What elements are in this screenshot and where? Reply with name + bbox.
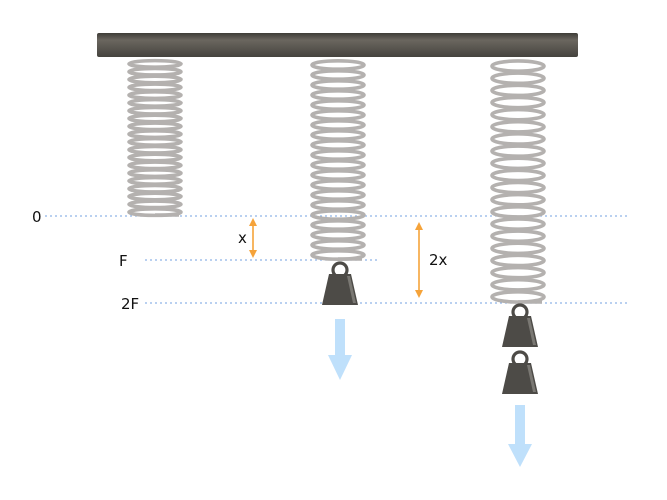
spring-coil	[127, 82, 183, 93]
ceiling-beam	[97, 33, 578, 57]
spring-two-weights	[490, 59, 546, 304]
spring-coil	[490, 180, 546, 195]
spring-coil	[490, 59, 546, 73]
spring-coil	[490, 168, 546, 183]
spring-coil	[490, 192, 546, 207]
spring-coil	[127, 168, 183, 179]
down-arrow-icon	[508, 405, 532, 467]
spring-coil	[127, 58, 183, 69]
spring-coil	[310, 129, 366, 142]
extension-arrow-2x	[415, 222, 423, 298]
spring-coil	[490, 277, 546, 292]
spring-coil	[310, 89, 366, 102]
spring-coil	[127, 144, 183, 155]
label-force-2f: 2F	[121, 295, 139, 313]
spring-coil	[310, 169, 366, 182]
label-extension-2x: 2x	[429, 251, 448, 269]
spring-coil	[310, 199, 366, 212]
spring-coil	[127, 90, 183, 101]
spring-coil	[490, 265, 546, 280]
spring-coil	[310, 119, 366, 132]
spring-coil	[310, 149, 366, 162]
spring-coil	[127, 74, 183, 85]
spring-coil	[490, 229, 546, 244]
spring-coil	[127, 152, 183, 163]
spring-coil	[127, 121, 183, 132]
spring-coil	[490, 204, 546, 219]
spring-coil	[127, 160, 183, 171]
spring-coil	[310, 239, 366, 252]
spring-coil	[127, 66, 183, 77]
spring-coil	[490, 217, 546, 231]
spring-coil	[490, 71, 546, 86]
spring-unloaded	[127, 58, 183, 218]
spring-coil	[310, 109, 366, 122]
label-extension-x: x	[238, 229, 247, 247]
weight-icon	[322, 261, 358, 305]
spring-coil	[490, 95, 546, 110]
spring-coil	[490, 144, 546, 159]
spring-coil	[127, 175, 183, 186]
spring-coil	[490, 119, 546, 134]
spring-coil	[490, 253, 546, 268]
label-force-f: F	[119, 252, 128, 270]
spring-coil	[490, 156, 546, 171]
spring-coil	[127, 191, 183, 202]
spring-coil	[127, 113, 183, 124]
spring-coil	[127, 136, 183, 147]
spring-coil	[310, 179, 366, 192]
down-arrow-icon	[328, 319, 352, 380]
spring-coil	[310, 159, 366, 172]
spring-coil	[490, 83, 546, 98]
spring-coil	[310, 139, 366, 152]
spring-coil	[490, 241, 546, 256]
spring-coil	[490, 107, 546, 122]
spring-coil	[310, 229, 366, 242]
spring-one-weight	[310, 58, 366, 262]
weight-icon	[502, 303, 538, 347]
label-zero: 0	[32, 208, 42, 226]
spring-coil	[310, 189, 366, 202]
spring-coil	[127, 97, 183, 108]
spring-coil	[310, 219, 366, 232]
spring-coil	[490, 132, 546, 146]
spring-coil	[127, 199, 183, 210]
extension-arrow-x	[249, 218, 257, 258]
spring-coil	[310, 69, 366, 82]
spring-coil	[310, 99, 366, 112]
weight-icon	[502, 350, 538, 394]
spring-coil	[127, 129, 183, 140]
spring-coil	[310, 79, 366, 92]
spring-coil	[127, 105, 183, 116]
spring-coil	[310, 58, 366, 71]
spring-coil	[310, 209, 366, 222]
spring-coil	[127, 183, 183, 194]
